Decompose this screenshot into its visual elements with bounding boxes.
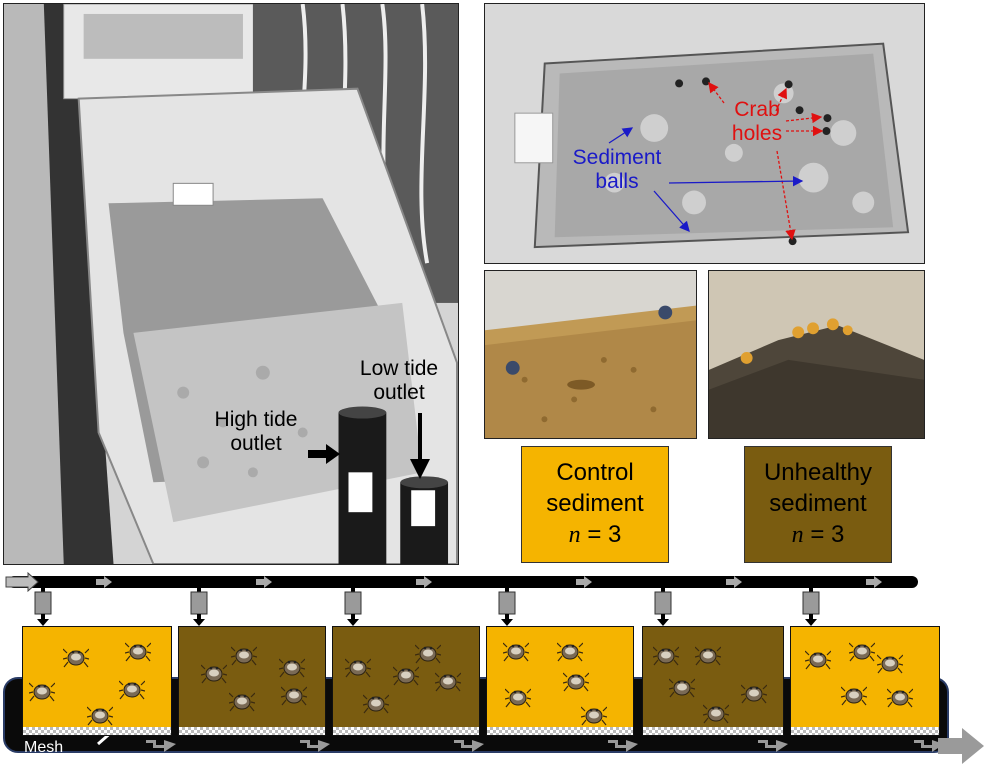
crab-icon — [228, 689, 256, 713]
pipe-flow-arrows — [96, 576, 882, 588]
low-tide-arrow — [410, 413, 430, 479]
feed-nozzle — [190, 588, 208, 626]
drain-arrow — [300, 736, 330, 752]
crab-icon — [62, 645, 90, 669]
photo-sediment-top-view — [484, 3, 925, 264]
photo-unhealthy-sediment — [708, 270, 925, 439]
unhealthy-sediment-n: n = 3 — [791, 521, 845, 548]
feed-nozzle — [498, 588, 516, 626]
mesh-floor — [643, 727, 783, 735]
pipe-flow-arrow — [416, 576, 432, 588]
crab-icon — [876, 651, 904, 675]
control-sediment-name: Control sediment — [546, 459, 644, 517]
pipe-flow-arrow — [866, 576, 882, 588]
drain-arrow — [454, 736, 484, 752]
supply-pipe — [8, 576, 918, 588]
mesh-label: Mesh — [24, 739, 64, 756]
outflow-arrow — [938, 728, 984, 764]
unhealthy-sediment-box: Unhealthy sediment n = 3 — [744, 446, 892, 563]
crab-icon — [694, 643, 722, 667]
drain-arrow — [608, 736, 638, 752]
tank-unhealthy — [642, 626, 784, 736]
crab-holes-label: Crab holes — [731, 98, 783, 145]
pipe-flow-arrow — [726, 576, 742, 588]
crab-icon — [86, 703, 114, 727]
tank-control — [790, 626, 940, 736]
drain-arrow — [758, 736, 788, 752]
crab-icon — [362, 691, 390, 715]
crab-icon — [652, 643, 680, 667]
mesh-floor — [23, 727, 171, 735]
crab-icon — [392, 663, 420, 687]
pipe-flow-arrow — [576, 576, 592, 588]
low-tide-outlet-label: Low tide outlet — [359, 357, 439, 404]
crab-icon — [886, 685, 914, 709]
crab-icon — [668, 675, 696, 699]
mesh-floor — [333, 727, 479, 735]
feed-nozzle — [654, 588, 672, 626]
mesh-floor — [179, 727, 325, 735]
high-tide-arrow — [308, 444, 340, 464]
crab-icon — [848, 639, 876, 663]
feed-nozzle — [802, 588, 820, 626]
high-tide-outlet-label: High tide outlet — [214, 408, 298, 455]
crab-icon — [504, 685, 532, 709]
crab-icon — [28, 679, 56, 703]
tank-control — [486, 626, 634, 736]
photo-tank-setup — [3, 3, 459, 565]
tank-unhealthy — [178, 626, 326, 736]
crab-icon — [344, 655, 372, 679]
feed-nozzle — [344, 588, 362, 626]
crab-icon — [414, 641, 442, 665]
crab-icon — [502, 639, 530, 663]
drain-arrow — [914, 736, 944, 752]
crab-icon — [124, 639, 152, 663]
supply-inlet-arrow — [5, 571, 39, 593]
control-sediment-box: Control sediment n = 3 — [521, 446, 669, 563]
mesh-floor — [791, 727, 939, 735]
crab-icon — [118, 677, 146, 701]
crab-icon — [580, 703, 608, 727]
feed-nozzle — [34, 588, 52, 626]
tank-unhealthy — [332, 626, 480, 736]
pipe-flow-arrow — [256, 576, 272, 588]
crab-icon — [280, 683, 308, 707]
unhealthy-sediment-name: Unhealthy sediment — [763, 459, 873, 517]
mesh-floor — [487, 727, 633, 735]
crab-icon — [804, 647, 832, 671]
crab-icon — [740, 681, 768, 705]
control-sediment-n: n = 3 — [568, 521, 622, 548]
annotation-arrows — [608, 81, 824, 241]
crab-icon — [230, 643, 258, 667]
crab-icon — [434, 669, 462, 693]
pipe-flow-arrow — [96, 576, 112, 588]
crab-icon — [200, 661, 228, 685]
drain-arrow — [146, 736, 176, 752]
crab-icon — [556, 639, 584, 663]
crab-icon — [562, 669, 590, 693]
photo-control-sediment — [484, 270, 697, 439]
crab-icon — [278, 655, 306, 679]
sediment-balls-label: Sediment balls — [572, 146, 662, 193]
crab-icon — [840, 683, 868, 707]
crab-icon — [702, 701, 730, 725]
tank-control — [22, 626, 172, 736]
